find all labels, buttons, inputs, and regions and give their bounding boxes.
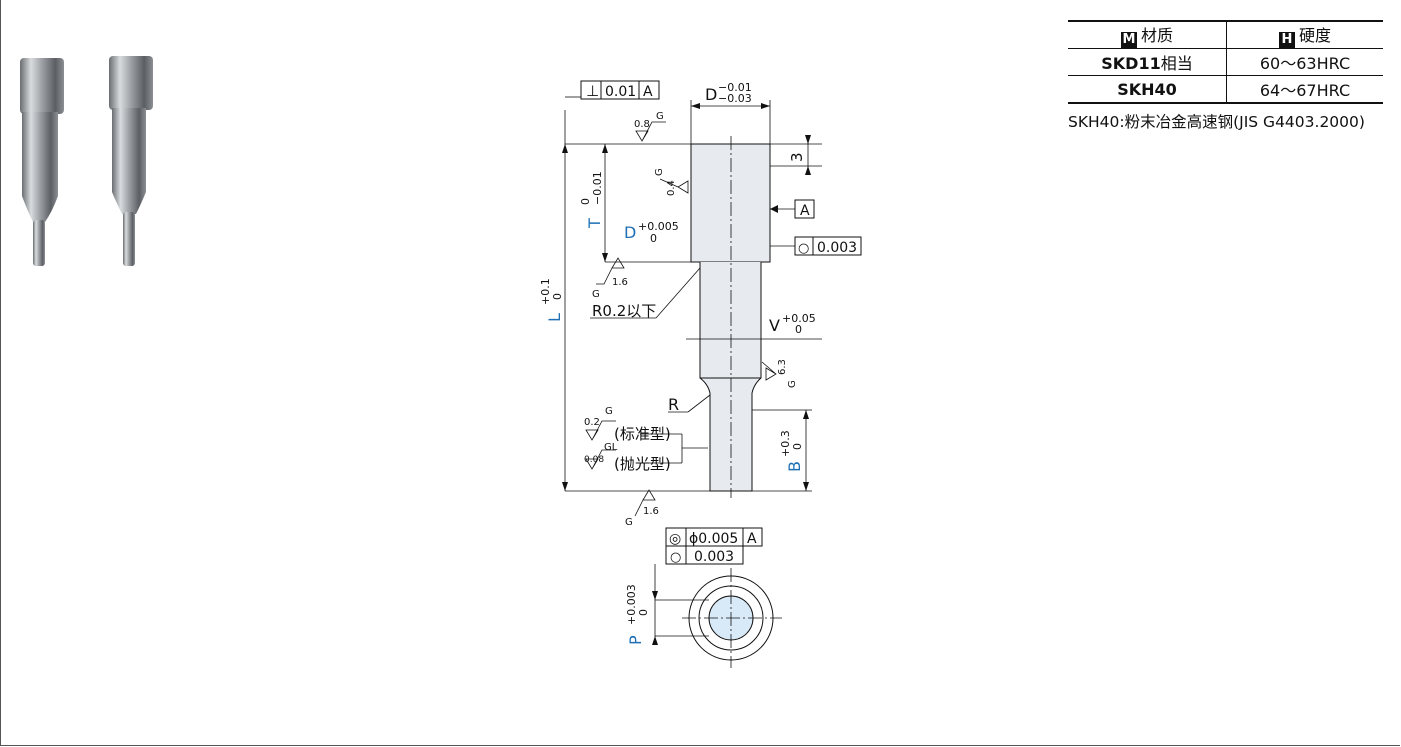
tol-conc-datum: A [747, 531, 757, 547]
rough-std-g: G [605, 406, 613, 417]
rough-pol-value: 0.08 [584, 455, 604, 465]
material-badge-icon: M [1120, 32, 1137, 48]
tol-circ2-value: 0.003 [694, 549, 734, 565]
dim-d-mid-upper: +0.005 [638, 220, 679, 233]
end-view [652, 564, 782, 668]
dim-b-letter: B [785, 461, 804, 472]
dim-p-lower: 0 [637, 609, 650, 616]
dim-l-letter: L [545, 313, 564, 322]
dim-d-top-letter: D [705, 85, 717, 104]
dim-d-mid-lower: 0 [650, 232, 657, 245]
rough-shank-g: G [787, 380, 798, 388]
dim-d-top-upper: −0.01 [718, 81, 752, 94]
material-cell: SKH40 [1068, 75, 1227, 104]
rough-shank-value: 6.3 [777, 359, 788, 375]
rough-top-g: G [656, 111, 664, 122]
rough-head-value: 0.4 [666, 180, 677, 196]
dimension-arrows [562, 103, 811, 491]
dim-v-lower: 0 [795, 323, 802, 336]
circ-head-value: 0.003 [817, 240, 857, 256]
dim-v-upper: +0.05 [782, 312, 816, 325]
dimension-lines [564, 96, 822, 492]
rough-top-value: 0.8 [634, 119, 650, 130]
material-note: SKH40:粉末冶金高速钢(JIS G4403.2000) [1068, 113, 1365, 131]
hardness-cell: 64～67HRC [1226, 75, 1383, 104]
punch-outline [690, 136, 771, 498]
dim-t-letter: T [585, 218, 604, 229]
tol-circ2-symbol: ○ [670, 550, 681, 565]
datum-a-label: A [800, 203, 810, 219]
rough-under-g: G [592, 289, 600, 300]
dim-v-letter: V [769, 316, 780, 335]
roughness-marks [585, 121, 777, 517]
dim-t-lower: −0.01 [591, 171, 604, 205]
material-cell: SKD11相当 [1068, 48, 1227, 76]
rough-under-value: 1.6 [612, 277, 628, 288]
tol-conc-symbol: ◎ [669, 531, 681, 547]
tol-perp-symbol: ⊥ [586, 82, 599, 100]
hardness-badge-icon: H [1278, 32, 1295, 48]
dim-d-mid-letter: D [624, 223, 636, 242]
product-photo-pin-2 [109, 56, 153, 266]
dim-p-letter: P [626, 635, 645, 645]
dim-b-upper: +0.3 [779, 430, 792, 457]
rough-std-label: (标准型) [614, 425, 671, 443]
dim-l-upper: +0.1 [539, 278, 552, 305]
tol-perp-datum: A [643, 84, 653, 100]
rough-pol-g: GL [604, 442, 618, 453]
dim-3: 3 [788, 152, 806, 162]
rough-std-value: 0.2 [584, 417, 600, 428]
table-row: SKH40 64～67HRC [1068, 75, 1383, 104]
table-row: SKD11相当 60～63HRC [1068, 48, 1383, 76]
rough-pol-label: (抛光型) [614, 455, 671, 473]
note-r02: R0.2以下 [592, 302, 656, 320]
label-r: R [668, 395, 679, 414]
tol-perp-value: 0.01 [605, 84, 636, 100]
rough-head-g: G [654, 168, 665, 176]
dim-d-top-lower: −0.03 [718, 92, 752, 105]
hardness-cell: 60～63HRC [1226, 48, 1383, 76]
product-photo-pin-1 [20, 58, 64, 266]
dim-t-upper: 0 [579, 198, 592, 205]
dim-p-upper: +0.003 [625, 584, 638, 625]
circ-head-symbol: ○ [798, 241, 809, 256]
tol-conc-value: ϕ0.005 [689, 531, 738, 547]
tolerance-frames [580, 80, 862, 565]
rough-bottom-g: G [625, 517, 633, 528]
dim-b-lower: 0 [791, 443, 804, 450]
rough-bottom-value: 1.6 [643, 506, 659, 517]
dim-l-lower: 0 [551, 293, 564, 300]
